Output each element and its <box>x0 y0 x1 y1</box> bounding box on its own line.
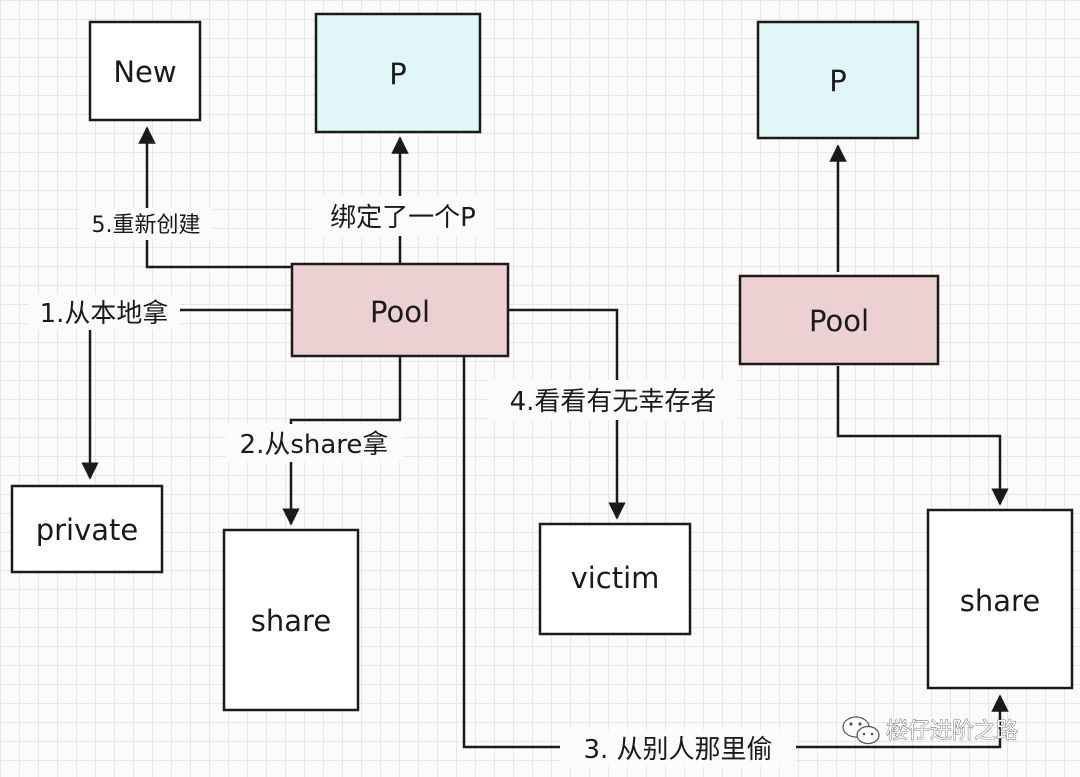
edge-pool-to-victim <box>508 308 626 520</box>
label-step5: 5.重新创建 <box>80 208 212 240</box>
node-p-right: P <box>756 20 920 140</box>
svg-text:P: P <box>829 64 847 98</box>
label-step2: 2.从share拿 <box>226 424 402 462</box>
wechat-icon <box>842 716 880 745</box>
node-pool-left: Pool <box>290 262 510 358</box>
label-step1: 1.从本地拿 <box>28 294 180 330</box>
node-share-left: share <box>222 528 360 712</box>
svg-text:P: P <box>389 57 407 91</box>
svg-text:Pool: Pool <box>809 304 869 338</box>
svg-text:private: private <box>36 513 139 547</box>
node-p-left: P <box>314 12 482 134</box>
label-step4: 4.看看有无幸存者 <box>488 380 738 420</box>
watermark: 楼仔进阶之路 <box>842 716 1018 745</box>
watermark-text: 楼仔进阶之路 <box>886 719 1018 744</box>
node-pool-right: Pool <box>738 274 940 366</box>
node-private: private <box>10 484 164 574</box>
svg-text:1.从本地拿: 1.从本地拿 <box>40 299 169 329</box>
svg-text:New: New <box>113 55 176 89</box>
svg-text:share: share <box>251 604 331 638</box>
svg-text:share: share <box>960 584 1040 618</box>
edge-pool-to-share-left <box>282 356 402 526</box>
label-bind-p: 绑定了一个P <box>312 196 494 236</box>
svg-text:2.从share拿: 2.从share拿 <box>240 430 389 460</box>
edge-pool-to-new <box>138 126 292 269</box>
node-share-right: share <box>926 508 1074 690</box>
svg-text:4.看看有无幸存者: 4.看看有无幸存者 <box>510 387 717 417</box>
svg-text:3. 从别人那里偷: 3. 从别人那里偷 <box>583 735 772 765</box>
edge-pool-right-to-share-right <box>836 366 1009 506</box>
svg-text:Pool: Pool <box>370 295 430 329</box>
svg-text:5.重新创建: 5.重新创建 <box>92 213 201 238</box>
svg-text:绑定了一个P: 绑定了一个P <box>330 203 476 233</box>
label-step3: 3. 从别人那里偷 <box>560 730 796 766</box>
node-new: New <box>88 20 202 122</box>
svg-text:victim: victim <box>571 561 660 595</box>
node-victim: victim <box>538 522 692 636</box>
